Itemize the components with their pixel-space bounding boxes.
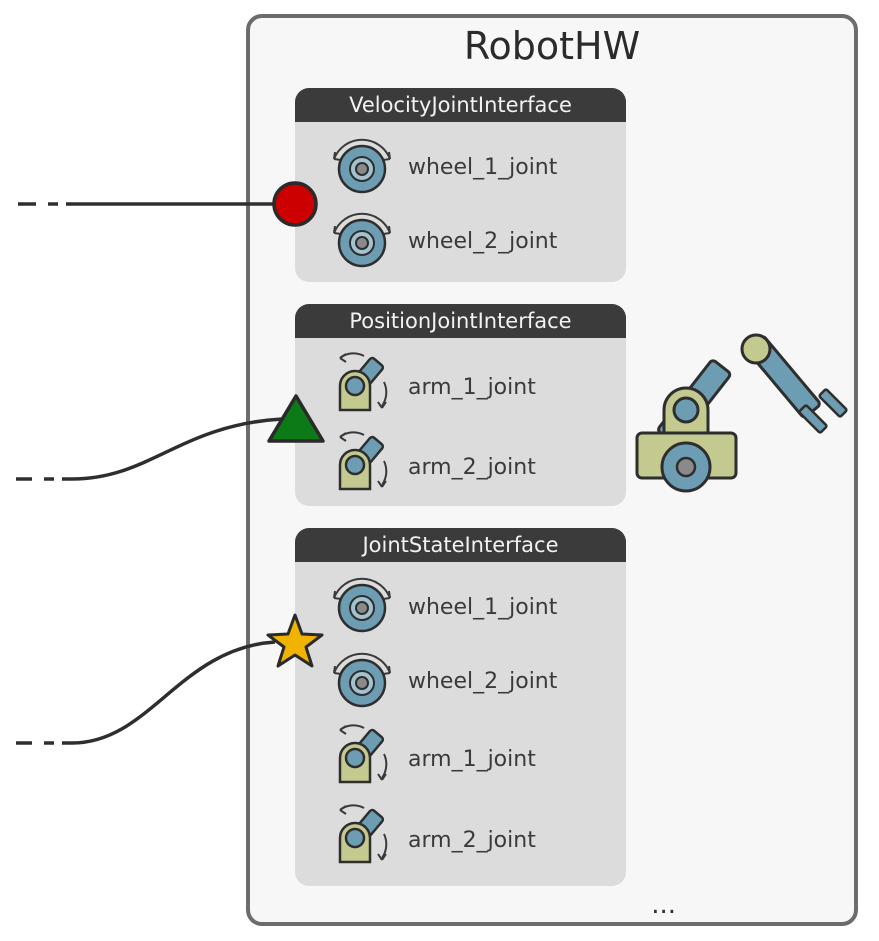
velocity-joint-interface-panel: VelocityJointInterface xyxy=(295,88,626,282)
wheel-joint-icon xyxy=(332,577,392,633)
arm-joint-icon xyxy=(338,352,388,412)
arm-joint-icon xyxy=(338,431,388,491)
state-joint-label: wheel_2_joint xyxy=(408,669,558,694)
velocity-joint-interface-header: VelocityJointInterface xyxy=(295,88,626,122)
state-joint-label: arm_2_joint xyxy=(408,828,536,853)
position-joint-label: arm_1_joint xyxy=(408,375,536,400)
state-joint-label: wheel_1_joint xyxy=(408,595,558,620)
velocity-connector-circle-icon xyxy=(272,181,318,227)
joint-state-interface-header: JointStateInterface xyxy=(295,528,626,562)
wheel-joint-icon xyxy=(332,212,392,268)
position-connector-triangle-icon xyxy=(267,394,325,443)
position-joint-interface-header: PositionJointInterface xyxy=(295,304,626,338)
wheel-joint-icon xyxy=(332,138,392,194)
arm-joint-icon xyxy=(338,724,388,784)
position-joint-label: arm_2_joint xyxy=(408,455,536,480)
velocity-joint-label: wheel_2_joint xyxy=(408,229,558,254)
arm-joint-icon xyxy=(338,804,388,864)
velocity-joint-label: wheel_1_joint xyxy=(408,155,558,180)
more-interfaces-ellipsis: ... xyxy=(651,890,676,920)
connector-lines xyxy=(16,202,283,745)
robothw-title: RobotHW xyxy=(463,24,641,68)
jointstate-connector-star-icon xyxy=(266,613,324,668)
robot-arm-icon xyxy=(635,333,848,493)
state-joint-label: arm_1_joint xyxy=(408,747,536,772)
wheel-joint-icon xyxy=(332,652,392,708)
